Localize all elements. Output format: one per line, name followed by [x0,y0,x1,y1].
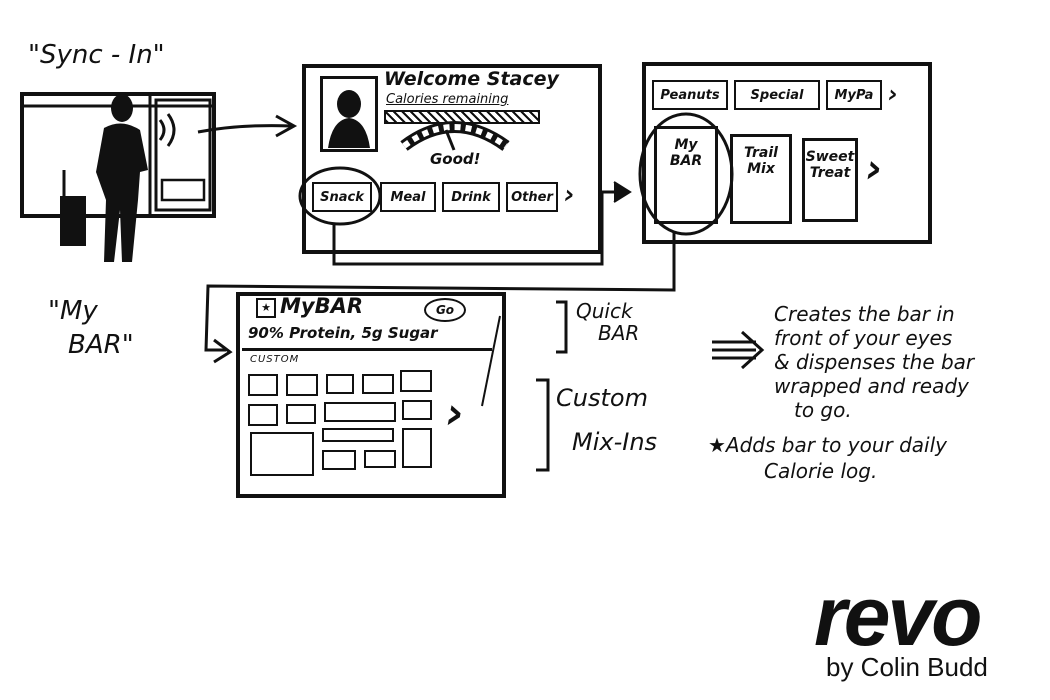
quick-bar-note: Quick BAR [576,300,639,344]
mix-in-cell[interactable] [286,404,316,424]
tab-mypa[interactable]: MyPa [826,80,882,110]
description-line: wrapped and ready [774,374,969,398]
mix-in-cell[interactable] [362,374,394,394]
tile-line: Treat [809,165,851,181]
welcome-title: Welcome Stacey [384,68,559,90]
chevron-right-icon[interactable]: › [866,146,883,192]
mix-in-cell[interactable] [364,450,396,468]
mix-in-cell[interactable] [324,402,396,422]
tab-peanuts[interactable]: Peanuts [652,80,728,110]
quick-bar-line: BAR [598,321,640,345]
my-bar-label-line: "My [48,296,98,326]
tab-snack[interactable]: Snack [312,182,372,212]
tile-my-bar[interactable]: My BAR [654,126,718,224]
mybar-subtitle: 90% Protein, 5g Sugar [248,324,438,342]
chevron-right-icon[interactable]: › [446,388,465,439]
custom-mixins-line: Custom [556,384,648,412]
calorie-log-line: Calorie log. [764,459,878,483]
mix-in-cell[interactable] [322,428,394,442]
description-line: to go. [794,398,852,422]
tab-drink[interactable]: Drink [442,182,500,212]
chevron-right-icon[interactable]: › [888,80,898,108]
my-bar-label-line: BAR" [68,330,134,360]
star-box-icon: ★ [256,298,276,318]
tile-line: My [674,137,698,153]
custom-label: CUSTOM [250,354,300,365]
my-bar-label: "My BAR" [48,294,134,362]
mix-in-cell[interactable] [400,370,432,392]
calorie-log-note: ★Adds bar to your daily Calorie log. [708,432,947,484]
sync-in-label: "Sync - In" [28,40,165,70]
divider [242,348,492,351]
tab-meal[interactable]: Meal [380,182,436,212]
mix-in-cell[interactable] [286,374,318,396]
mix-in-cell[interactable] [248,374,278,396]
tile-line: Trail [744,145,778,161]
mix-in-cell[interactable] [250,432,314,476]
mybar-title: MyBAR [280,294,364,318]
mix-in-cell[interactable] [248,404,278,426]
revo-logo: revo [814,569,982,663]
mix-in-cell[interactable] [402,428,432,468]
byline: by Colin Budd [826,652,988,682]
gauge-status: Good! [430,150,481,168]
tab-other[interactable]: Other [506,182,558,212]
tab-special[interactable]: Special [734,80,820,110]
chevron-right-icon[interactable]: › [564,180,575,210]
tile-line: Sweet [805,149,855,165]
tile-sweet-treat[interactable]: Sweet Treat [802,138,858,222]
mix-in-cell[interactable] [322,450,356,470]
quick-bar-line: Quick [576,299,633,323]
description-line: front of your eyes [774,326,953,350]
calorie-log-line: ★Adds bar to your daily [708,433,947,457]
description-line: Creates the bar in [774,302,955,326]
custom-mixins-note: Custom Mix-Ins [556,376,657,464]
tile-line: Mix [747,161,775,177]
tile-line: BAR [669,153,703,169]
calories-label: Calories remaining [386,92,509,107]
description-note: Creates the bar in front of your eyes & … [774,302,974,422]
go-button[interactable]: Go [424,298,466,322]
welcome-screen [302,64,602,254]
tile-trail-mix[interactable]: Trail Mix [730,134,792,224]
description-line: & dispenses the bar [774,350,975,374]
custom-mixins-line: Mix-Ins [572,428,658,456]
mix-in-cell[interactable] [402,400,432,420]
mix-in-cell[interactable] [326,374,354,394]
